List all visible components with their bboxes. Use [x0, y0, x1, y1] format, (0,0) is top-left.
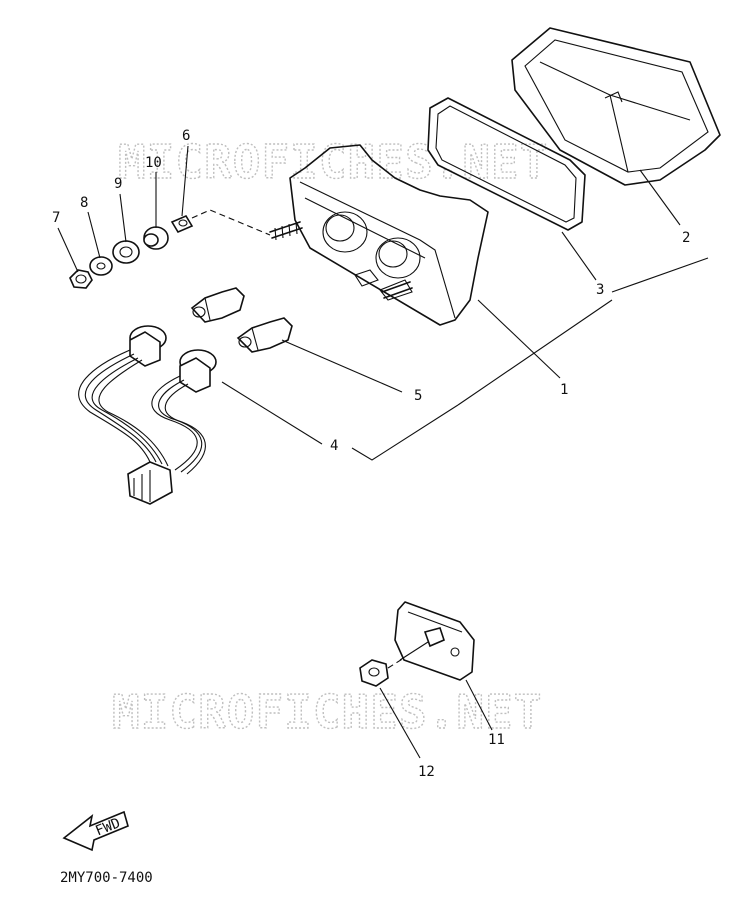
- callout-11: 11: [488, 732, 505, 748]
- watermark-top: MICROFICHES.NET: [118, 135, 548, 189]
- callout-12: 12: [418, 764, 435, 780]
- callout-7: 7: [52, 210, 60, 226]
- tail-lens: [511, 27, 721, 186]
- front-arrow: FWD: [62, 810, 129, 852]
- nut-7: [69, 269, 93, 289]
- callout-2: 2: [682, 230, 690, 246]
- grommet-10: [143, 226, 169, 250]
- bulb-lower: [236, 317, 293, 353]
- bulb-upper: [190, 287, 245, 323]
- mount-line: [191, 209, 271, 236]
- callout-3: 3: [596, 282, 604, 298]
- leader-lines: [57, 145, 709, 759]
- callout-10: 10: [145, 155, 162, 171]
- license-bracket: [394, 601, 475, 681]
- washer-9: [112, 240, 140, 264]
- diagram-code: 2MY700-7400: [60, 870, 153, 886]
- callout-4: 4: [330, 438, 338, 454]
- watermark-bottom: MICROFICHES.NET: [112, 685, 542, 739]
- collar-6: [170, 214, 194, 234]
- nut-12: [359, 657, 405, 687]
- callout-5: 5: [414, 388, 422, 404]
- lens-gasket: [427, 97, 586, 231]
- socket-harness: [78, 325, 217, 505]
- callout-1: 1: [560, 382, 568, 398]
- callout-8: 8: [80, 195, 88, 211]
- tail-light-housing: [269, 144, 489, 326]
- callout-9: 9: [114, 176, 122, 192]
- washer-8: [89, 256, 113, 276]
- callout-6: 6: [182, 128, 190, 144]
